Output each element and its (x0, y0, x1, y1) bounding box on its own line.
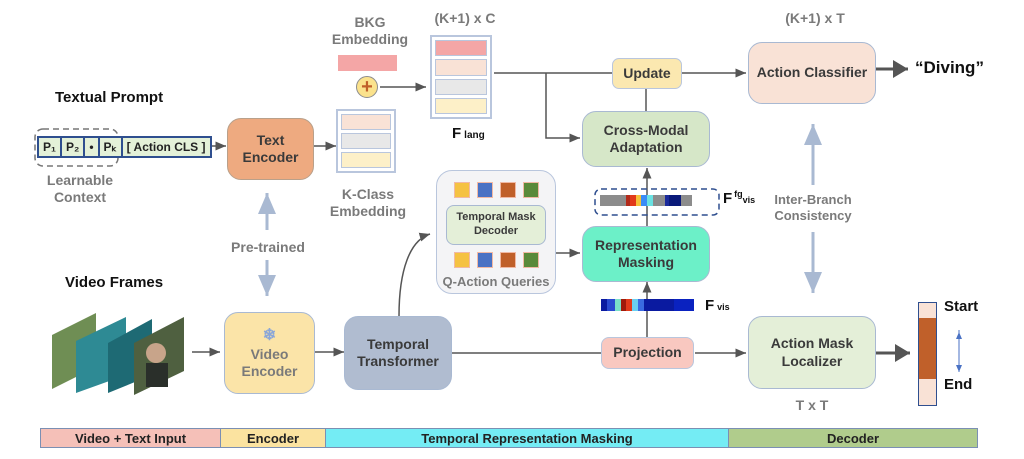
heat-cell (626, 299, 632, 311)
f-lang-stack (430, 35, 492, 119)
bkg-embedding-label: BKG Embedding (331, 14, 409, 47)
f-vis-subscript: vis (717, 302, 730, 312)
representation-masking-box: Representation Masking (582, 226, 710, 282)
embedding-row (341, 114, 391, 130)
bkg-embedding-bar (338, 55, 397, 71)
k-class-embedding-label: K-Class Embedding (329, 186, 407, 219)
end-label: End (944, 376, 973, 393)
prompt-token: P₂ (62, 138, 86, 156)
prompt-token: P₁ (39, 138, 62, 156)
learnable-context-label: Learnable Context (46, 172, 114, 205)
textual-prompt-tokens: P₁ P₂ • Pₖ [ Action CLS ] (37, 136, 212, 158)
legend-decoder: Decoder (729, 429, 977, 447)
heat-cell (636, 195, 641, 206)
heat-cell (615, 299, 621, 311)
embedding-row (435, 97, 487, 114)
video-frames-image (52, 313, 184, 395)
f-fg-vis-symbol: F (723, 190, 733, 207)
f-lang-symbol: F (452, 125, 462, 142)
video-encoder-box: ❄ Video Encoder (224, 312, 315, 394)
update-box: Update (612, 58, 682, 89)
heat-cell (621, 299, 626, 311)
query-token (454, 182, 470, 198)
textual-prompt-title: Textual Prompt (55, 89, 164, 106)
heat-cell (601, 299, 607, 311)
f-fg-vis-heatmap (600, 195, 712, 206)
k-class-embedding-stack (336, 109, 396, 173)
f-fg-vis-superscript: fg (734, 189, 743, 199)
heat-cell (632, 299, 638, 311)
heat-cell (647, 195, 653, 206)
legend-temporal-representation-masking: Temporal Representation Masking (326, 429, 729, 447)
query-token (454, 252, 470, 268)
heat-cell (641, 195, 647, 206)
legend-encoder: Encoder (221, 429, 326, 447)
heat-cell (674, 299, 694, 311)
cross-modal-adaptation-box: Cross-Modal Adaptation (582, 111, 710, 167)
f-vis-heatmap (601, 299, 694, 311)
query-token (500, 182, 516, 198)
video-encoder-label: Video Encoder (241, 345, 298, 380)
text-encoder-box: Text Encoder (227, 118, 314, 180)
query-token (477, 252, 493, 268)
heat-cell (600, 195, 626, 206)
kplus1-c-label: (K+1) x C (434, 10, 496, 26)
start-label: Start (944, 298, 979, 315)
legend-video-text-input: Video + Text Input (41, 429, 221, 447)
stage-legend: Video + Text Input Encoder Temporal Repr… (40, 428, 978, 448)
heat-cell (681, 195, 692, 206)
embedding-row (435, 78, 487, 95)
video-frames-title: Video Frames (65, 274, 164, 291)
plus-icon: + (356, 76, 378, 98)
t-x-t-label: T x T (795, 397, 829, 413)
prediction-label: “Diving” (915, 58, 984, 77)
projection-box: Projection (601, 337, 694, 369)
temporal-mask-decoder-box: Temporal Mask Decoder (446, 205, 546, 245)
f-vis-symbol: F (705, 297, 715, 314)
heat-cell (638, 299, 644, 311)
heat-cell (630, 195, 636, 206)
embedding-row (341, 133, 391, 149)
prompt-token: • (85, 138, 100, 156)
heat-cell (644, 299, 674, 311)
heat-cell (626, 195, 630, 206)
embedding-row (435, 59, 487, 76)
mask-background-segment (919, 303, 936, 318)
query-token (477, 182, 493, 198)
action-cls-token: [ Action CLS ] (126, 140, 206, 154)
mask-action-segment (919, 318, 936, 379)
temporal-mask-bar (918, 302, 937, 406)
query-token (523, 182, 539, 198)
action-classifier-box: Action Classifier (748, 42, 876, 104)
f-lang-subscript: lang (464, 130, 485, 141)
q-action-queries-label: Q-Action Queries (442, 274, 550, 289)
pre-trained-label: Pre-trained (231, 239, 305, 255)
temporal-transformer-box: Temporal Transformer (344, 316, 452, 390)
heat-cell (669, 195, 681, 206)
heat-cell (607, 299, 615, 311)
heat-cell (653, 195, 665, 206)
embedding-row (435, 40, 487, 57)
inter-branch-consistency-label: Inter-Branch Consistency (774, 192, 852, 223)
query-token (500, 252, 516, 268)
query-token (523, 252, 539, 268)
embedding-row (341, 152, 391, 168)
mask-background-segment (919, 379, 936, 405)
kplus1-t-label: (K+1) x T (785, 10, 845, 26)
heat-cell (665, 195, 669, 206)
prompt-token: Pₖ (100, 138, 123, 156)
f-fg-vis-subscript: vis (742, 195, 756, 205)
snowflake-icon: ❄ (262, 326, 277, 344)
action-mask-localizer-box: Action Mask Localizer (748, 316, 876, 389)
